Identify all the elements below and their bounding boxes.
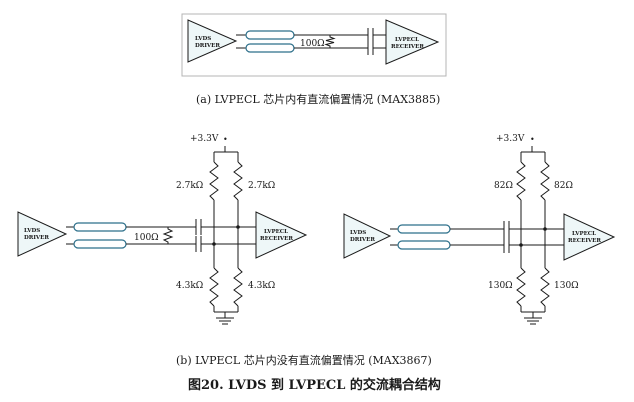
driver-label-2: DRIVER (24, 235, 49, 241)
lvds-driver-triangle (343, 213, 392, 259)
figure-title: 图20. LVDS 到 LVPECL 的交流耦合结构 (188, 377, 441, 393)
pullup-right-label: 82Ω (554, 181, 573, 191)
supply-terminal-icon: • (223, 135, 228, 144)
ground-icon (216, 317, 234, 325)
supply-label: +3.3V (496, 134, 525, 144)
driver-label-2: DRIVER (195, 43, 220, 49)
termination-label: 100Ω (300, 39, 325, 49)
coupling-capacitor-bottom (367, 41, 374, 55)
junction-dot (543, 227, 547, 231)
caption-b: (b) LVPECL 芯片内没有直流偏置情况 (MAX3867) (176, 353, 432, 367)
pulldown-right-label: 130Ω (554, 281, 579, 291)
transmission-line-bottom (73, 239, 127, 249)
pullup-resistor-right (233, 161, 243, 201)
pulldown-left-label: 4.3kΩ (176, 281, 203, 291)
lvpecl-receiver-triangle (255, 211, 308, 259)
termination-label: 100Ω (134, 233, 159, 243)
driver-label-1: LVDS (24, 228, 40, 234)
pullup-resistor-left (209, 161, 219, 201)
coupling-capacitor-top (195, 219, 202, 235)
receiver-label-2: RECEIVER (568, 238, 601, 244)
transmission-line-top (245, 30, 295, 40)
coupling-capacitor-top (367, 28, 374, 42)
receiver-label-1: LVPECL (264, 229, 288, 235)
junction-dot (212, 242, 216, 246)
transmission-line-top (397, 224, 451, 234)
junction-dot (519, 243, 523, 247)
pullup-resistor-right (540, 161, 550, 201)
caption-a: (a) LVPECL 芯片内有直流偏置情况 (MAX3885) (196, 92, 440, 106)
driver-label-2: DRIVER (350, 237, 375, 243)
panel-a-frame (181, 13, 447, 77)
pullup-resistor-left (516, 161, 526, 201)
pullup-left-label: 2.7kΩ (176, 181, 203, 191)
pulldown-resistor-left (516, 267, 526, 307)
transmission-line-top (73, 222, 127, 232)
pullup-left-label: 82Ω (494, 181, 513, 191)
pulldown-left-label: 130Ω (488, 281, 513, 291)
pulldown-resistor-right (233, 267, 243, 307)
coupling-capacitor-top (503, 221, 510, 237)
pulldown-resistor-right (540, 267, 550, 307)
termination-resistor (324, 35, 336, 48)
termination-resistor (162, 227, 174, 244)
receiver-label-2: RECEIVER (260, 236, 293, 242)
coupling-capacitor-bottom (503, 237, 510, 253)
transmission-line-bottom (397, 240, 451, 250)
lvpecl-receiver-triangle (563, 213, 616, 261)
panel-b-right: +3.3V • 82Ω 82Ω LVDS DRIVER (343, 134, 616, 325)
supply-terminal-icon: • (530, 135, 535, 144)
lvds-driver-triangle (187, 19, 238, 63)
driver-label-1: LVDS (195, 36, 211, 42)
panel-b-left: +3.3V • 2.7kΩ 2.7kΩ LVDS DRIVER 100Ω (17, 134, 308, 325)
driver-label-1: LVDS (350, 230, 366, 236)
receiver-label-1: LVPECL (572, 231, 596, 237)
receiver-label-2: RECEIVER (391, 44, 424, 50)
panel-a: LVDS DRIVER 100Ω LVPECL RECEIVER (181, 13, 447, 77)
pulldown-right-label: 4.3kΩ (248, 281, 275, 291)
receiver-label-1: LVPECL (395, 37, 419, 43)
pullup-right-label: 2.7kΩ (248, 181, 275, 191)
supply-label: +3.3V (190, 134, 219, 144)
junction-dot (236, 225, 240, 229)
lvpecl-receiver-triangle (385, 19, 440, 65)
pulldown-resistor-left (209, 267, 219, 307)
coupling-capacitor-bottom (195, 236, 202, 252)
ground-icon (524, 317, 542, 325)
transmission-line-bottom (245, 43, 295, 53)
lvds-driver-triangle (17, 211, 68, 257)
